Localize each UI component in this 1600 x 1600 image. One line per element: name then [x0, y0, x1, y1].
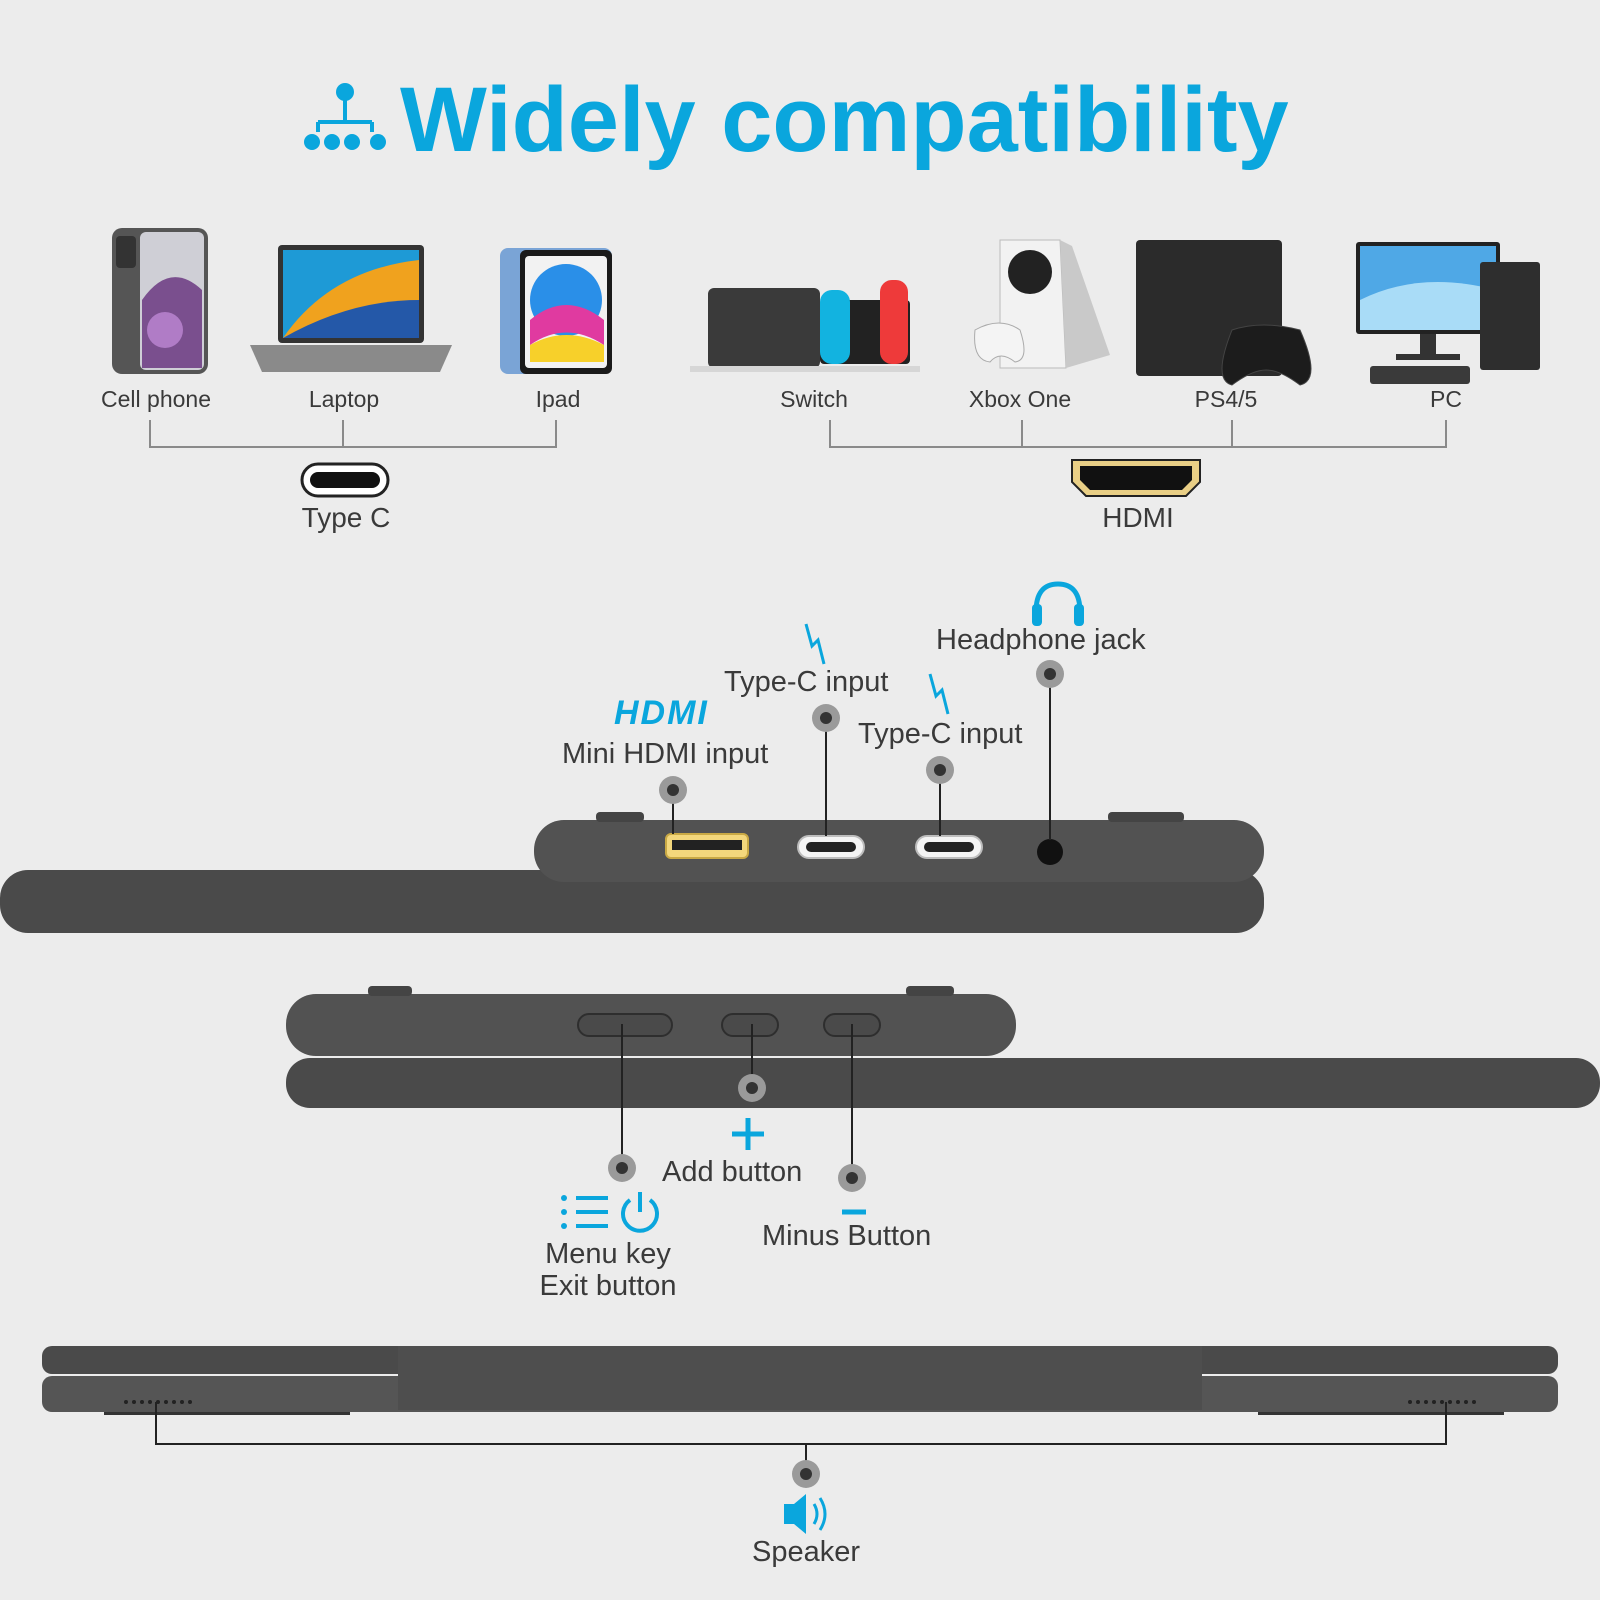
- speaker-icon: [784, 1494, 827, 1534]
- button-label-exit: Exit button: [539, 1270, 677, 1302]
- lightning-icon: [928, 673, 950, 715]
- device-label-ps: PS4/5: [1194, 386, 1258, 412]
- hdmi-connector-icon: [1071, 459, 1201, 497]
- button-label-minus: Minus Button: [762, 1220, 932, 1252]
- menu-icon: [561, 1195, 608, 1229]
- monitor-bottom-edge: [42, 1346, 1558, 1415]
- headphone-icon: [1032, 581, 1084, 626]
- speaker-label: Speaker: [751, 1536, 861, 1568]
- monitor-button-side: [286, 986, 1600, 1108]
- button-label-menu: Menu key: [545, 1238, 671, 1270]
- button-label-add: Add button: [662, 1156, 803, 1188]
- device-label-laptop: Laptop: [308, 386, 380, 412]
- ipad-image: [500, 248, 612, 374]
- laptop-image: [250, 245, 452, 372]
- connector-brackets: [149, 420, 1447, 448]
- connector-label-typec: Type C: [301, 502, 391, 533]
- device-label-pc: PC: [1430, 386, 1462, 412]
- monitor-port-side: [0, 812, 1264, 933]
- device-label-ipad: Ipad: [535, 386, 581, 412]
- ps-image: [1136, 240, 1312, 386]
- device-label-cell-phone: Cell phone: [101, 386, 211, 412]
- port-label-typec-1: Type-C input: [724, 666, 889, 698]
- speaker-dot: [792, 1460, 820, 1488]
- hdmi-logo: HDMI: [614, 694, 709, 732]
- typec-connector-icon: [300, 462, 390, 498]
- switch-image: [690, 280, 920, 372]
- power-icon: [621, 1192, 659, 1233]
- port-label-headphone: Headphone jack: [936, 624, 1146, 656]
- port-label-typec-2: Type-C input: [858, 718, 1023, 750]
- port-dots: [659, 660, 1064, 804]
- xbox-image: [974, 239, 1110, 369]
- plus-icon: [732, 1118, 764, 1150]
- button-dots: [608, 1074, 866, 1192]
- page-title: Widely compatibility: [400, 69, 1289, 171]
- connector-label-hdmi: HDMI: [1102, 502, 1174, 533]
- lightning-icon: [804, 623, 826, 665]
- port-label-mini-hdmi: Mini HDMI input: [562, 738, 769, 770]
- device-label-xbox: Xbox One: [968, 386, 1072, 412]
- pc-image: [1356, 242, 1540, 384]
- network-icon: [304, 83, 386, 150]
- device-label-switch: Switch: [780, 386, 848, 412]
- cell-phone-image: [112, 228, 208, 374]
